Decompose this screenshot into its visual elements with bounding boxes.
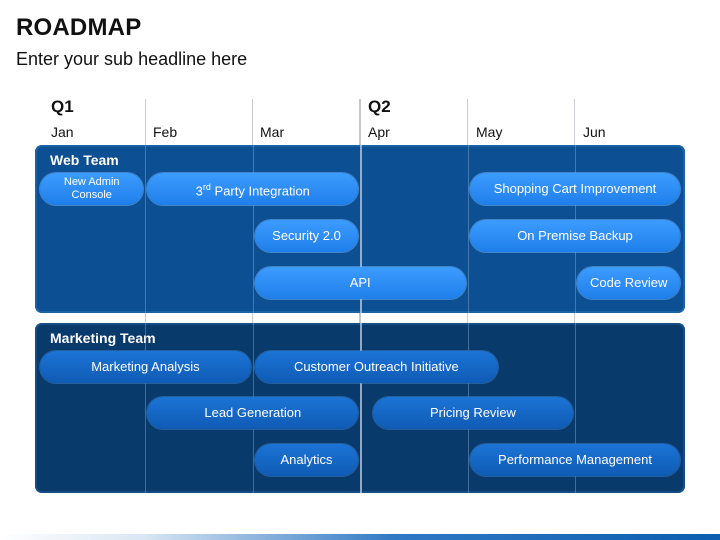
task-bar-shopping-cart-improvement[interactable]: Shopping Cart Improvement xyxy=(469,173,681,205)
web-team-title: Web Team xyxy=(50,152,119,168)
task-label-line: Console xyxy=(71,189,112,201)
task-label-text: Customer Outreach Initiative xyxy=(293,359,459,374)
task-label: 3rd Party Integration xyxy=(196,180,310,198)
quarter-label-q1: Q1 xyxy=(51,97,74,116)
task-label-text: Shopping Cart Improvement xyxy=(493,181,657,196)
task-bar-analytics[interactable]: Analytics xyxy=(254,444,359,476)
task-label-text: Pricing Review xyxy=(429,405,516,420)
marketing-team-title: Marketing Team xyxy=(50,330,156,346)
month-label-jan: Jan xyxy=(51,124,74,140)
task-bar-lead-generation[interactable]: Lead Generation xyxy=(147,397,359,429)
swimlane-month-divider xyxy=(145,145,147,313)
swimlane-month-divider xyxy=(575,323,576,493)
marketing-team-swimlane: Marketing Team Marketing Analysis Custome… xyxy=(35,323,685,493)
task-label-text: Security 2.0 xyxy=(272,228,341,243)
task-bar-pricing-review[interactable]: Pricing Review xyxy=(372,397,573,429)
task-label-text: Code Review xyxy=(590,275,668,290)
swimlane-month-divider xyxy=(145,323,147,493)
task-label: Marketing Analysis xyxy=(91,360,199,374)
task-bar-performance-management[interactable]: Performance Management xyxy=(469,444,681,476)
task-label-text: Party Integration xyxy=(210,183,310,199)
task-label-line: New Admin xyxy=(63,176,120,188)
task-bar-customer-outreach-initiative[interactable]: Customer Outreach Initiative xyxy=(254,351,498,383)
task-label-text: Lead Generation xyxy=(204,405,302,420)
task-bar-on-premise-backup[interactable]: On Premise Backup xyxy=(469,220,681,252)
swimlane-month-divider xyxy=(467,145,469,313)
task-label: Performance Management xyxy=(498,453,652,467)
task-label-superscript: rd xyxy=(202,181,211,192)
task-label: Analytics xyxy=(280,453,332,467)
month-label-may: May xyxy=(476,124,503,140)
quarter-label-q2: Q2 xyxy=(368,97,391,116)
task-label-text: On Premise Backup xyxy=(517,228,633,243)
month-label-mar: Mar xyxy=(260,124,285,140)
swimlane-month-divider xyxy=(360,323,363,493)
task-label: Shopping Cart Improvement xyxy=(494,182,657,196)
task-bar-3rd-party-integration[interactable]: 3rd Party Integration xyxy=(147,173,359,205)
month-label-jun: Jun xyxy=(583,124,606,140)
task-label: Pricing Review xyxy=(430,406,516,420)
task-label-text: Performance Management xyxy=(498,452,652,467)
footer-gradient-bar xyxy=(0,534,720,540)
month-label-feb: Feb xyxy=(153,124,178,140)
task-label-text: Marketing Analysis xyxy=(91,359,200,374)
task-label-text: Analytics xyxy=(280,452,333,467)
task-label: Security 2.0 xyxy=(272,229,341,243)
task-bar-security-2-0[interactable]: Security 2.0 xyxy=(254,220,359,252)
task-label: Customer Outreach Initiative xyxy=(294,360,459,374)
task-bar-code-review[interactable]: Code Review xyxy=(577,267,681,299)
swimlane-month-divider xyxy=(360,145,363,313)
task-label-text: 3 xyxy=(195,183,203,199)
task-label: On Premise Backup xyxy=(517,229,633,243)
month-label-apr: Apr xyxy=(368,124,390,140)
swimlane-month-divider xyxy=(252,145,254,313)
page-subtitle: Enter your sub headline here xyxy=(16,49,248,69)
task-label: Code Review xyxy=(590,276,667,290)
task-bar-api[interactable]: API xyxy=(254,267,466,299)
task-label: Lead Generation xyxy=(204,406,301,420)
task-label: API xyxy=(350,276,371,290)
page-title: ROADMAP xyxy=(16,14,142,41)
task-label-text: API xyxy=(349,275,371,290)
task-bar-marketing-analysis[interactable]: Marketing Analysis xyxy=(40,351,251,383)
